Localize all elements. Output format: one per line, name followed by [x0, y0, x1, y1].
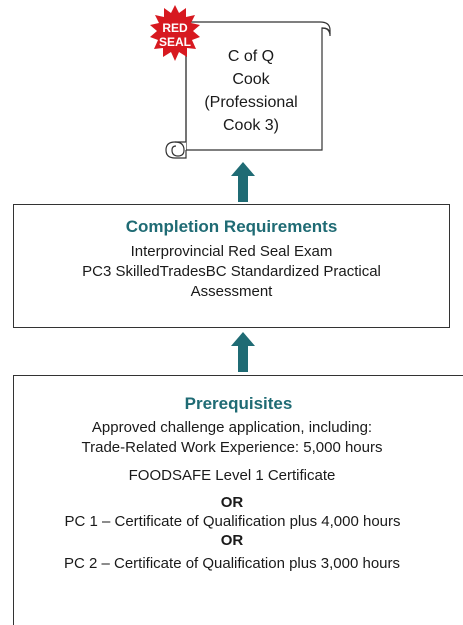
completion-line-3: Assessment — [190, 283, 273, 300]
certificate-line-3: (Professional — [204, 94, 298, 111]
prereq-line-experience: Trade-Related Work Experience: 5,000 hou… — [81, 439, 383, 456]
prerequisites-box: Prerequisites Approved challenge applica… — [13, 375, 463, 625]
seal-star-shape — [150, 5, 200, 61]
certificate-line-2: Cook — [232, 71, 270, 88]
certificate-line-1: C of Q — [227, 48, 275, 65]
prereq-line-application: Approved challenge application, includin… — [91, 419, 373, 436]
prereq-line-pc1: PC 1 – Certificate of Qualification plus… — [64, 513, 401, 530]
or-separator-2: OR — [220, 532, 244, 549]
prereq-line-foodsafe: FOODSAFE Level 1 Certificate — [128, 467, 336, 484]
completion-line-1: Interprovincial Red Seal Exam — [130, 243, 333, 260]
certificate-scroll — [165, 21, 331, 159]
arrow-up-icon — [231, 332, 255, 372]
red-seal-badge — [150, 5, 200, 61]
seal-text-red: RED — [162, 21, 188, 35]
prerequisites-title: Prerequisites — [184, 394, 293, 413]
certificate-line-4: Cook 3) — [222, 117, 280, 134]
or-separator-1: OR — [220, 494, 244, 511]
completion-requirements-box: Completion Requirements Interprovincial … — [13, 204, 450, 328]
completion-line-2: PC3 SkilledTradesBC Standardized Practic… — [82, 263, 381, 280]
prereq-line-pc2: PC 2 – Certificate of Qualification plus… — [63, 555, 400, 572]
seal-text-seal: SEAL — [158, 35, 191, 49]
completion-title: Completion Requirements — [125, 217, 338, 236]
arrow-up-icon — [231, 162, 255, 202]
